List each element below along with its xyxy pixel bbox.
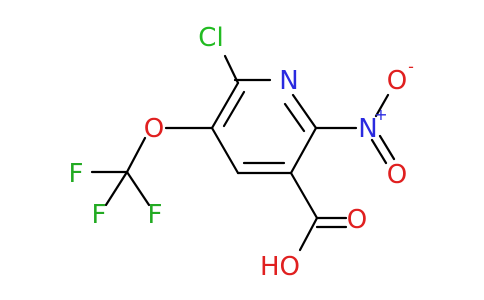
charge-nitro-oxygen: -: [408, 57, 414, 76]
bond-o-cf3: [125, 136, 147, 174]
bond-c3-c2-inner: [222, 90, 246, 128]
bond-nitro-o-top: [374, 93, 390, 118]
bond-c5-cooh: [289, 171, 319, 220]
bond-nitro-o-bottom-b: [378, 134, 396, 161]
atom-ether-oxygen: O: [144, 114, 164, 144]
bond-c4-c3: [210, 126, 240, 175]
bond-c-f2: [104, 170, 129, 207]
bonds: [90, 54, 396, 252]
bond-c3-c2: [210, 81, 240, 130]
atom-fluorine-3: F: [148, 200, 163, 230]
atom-nitro-nitrogen: N: [358, 114, 377, 144]
atom-carbonyl-oxygen: O: [347, 205, 367, 235]
atom-ring-nitrogen: N: [279, 66, 298, 96]
bond-c-oh: [298, 216, 319, 252]
bond-c2-cl: [223, 54, 240, 85]
bond-n1-c6: [291, 93, 318, 130]
atom-chlorine: Cl: [198, 23, 223, 53]
atom-fluorine-2: F: [92, 200, 107, 230]
bond-n1-c6-inner: [283, 102, 306, 133]
bond-nitro-o-bottom-a: [370, 138, 388, 165]
atom-fluorine-1: F: [69, 159, 84, 189]
charge-nitro-nitrogen: +: [374, 105, 387, 124]
atom-nitro-oxygen-top: O: [387, 66, 407, 96]
bond-c-f3: [125, 170, 151, 207]
bond-c6-c5: [289, 126, 318, 175]
atom-nitro-oxygen-bottom: O: [387, 160, 407, 190]
atom-hydroxyl: HO: [260, 252, 300, 282]
atom-labels: Cl N O F F F N + O - O O HO: [69, 23, 414, 282]
